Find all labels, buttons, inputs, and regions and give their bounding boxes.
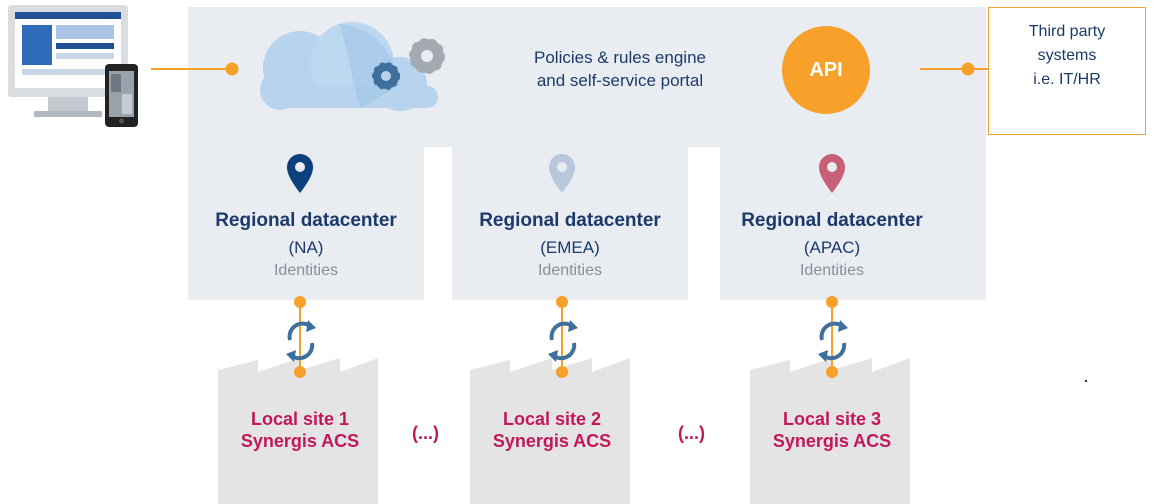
- gear-icon: [372, 38, 445, 90]
- datacenter-title: Regional datacenter: [741, 210, 923, 231]
- datacenter-na: Regional datacenter (NA) Identities: [188, 140, 424, 300]
- third-party-box: Third party systems i.e. IT/HR: [988, 7, 1146, 135]
- smartphone-icon: [105, 64, 138, 127]
- api-badge: API: [782, 26, 870, 114]
- datacenter-identities: Identities: [537, 262, 603, 279]
- local-site-1: Local site 1 Synergis ACS: [210, 408, 390, 458]
- engine-label: Policies & rules engine and self-service…: [470, 46, 770, 92]
- cloud-icon: [260, 22, 438, 111]
- local-site-system: Synergis ACS: [240, 431, 360, 451]
- datacenter-title: Regional datacenter: [215, 210, 397, 231]
- datacenter-panel-apac: [720, 140, 986, 300]
- local-site-3: Local site 3 Synergis ACS: [742, 408, 922, 458]
- desktop-computer-icon: [8, 5, 128, 117]
- location-pin-apac-icon: [819, 154, 845, 193]
- local-site-system: Synergis ACS: [492, 431, 612, 451]
- ellipsis-between-sites-1-2: (...): [412, 423, 439, 443]
- location-pin-emea-icon: [549, 154, 575, 193]
- factory-site-2-icon: [470, 358, 630, 504]
- third-party-line1: Third party: [1028, 23, 1106, 40]
- datacenter-apac: Regional datacenter (APAC) Identities: [720, 140, 944, 300]
- local-site-label: Local site 3 Synergis ACS: [742, 408, 922, 452]
- ellipsis-between-sites-2-3: (...): [678, 423, 705, 443]
- factory-site-1-icon: [218, 358, 378, 504]
- third-party-line3: i.e. IT/HR: [1033, 71, 1101, 88]
- local-site-name: Local site 1: [250, 409, 350, 429]
- sync-connector-emea: [548, 296, 578, 378]
- datacenter-title: Regional datacenter: [479, 210, 661, 231]
- device-connector-dot: [225, 62, 239, 76]
- engine-label-line2: and self-service portal: [536, 71, 704, 90]
- datacenter-identities: Identities: [273, 262, 339, 279]
- location-pin-na-icon: [287, 154, 313, 193]
- datacenter-emea: Regional datacenter (EMEA) Identities: [452, 140, 688, 300]
- third-party-line2: systems: [1037, 47, 1097, 64]
- datacenter-region: (NA): [288, 238, 324, 257]
- sync-connector-apac: [818, 296, 848, 378]
- local-site-name: Local site 2: [502, 409, 602, 429]
- local-site-system: Synergis ACS: [772, 431, 892, 451]
- datacenter-identities: Identities: [799, 262, 865, 279]
- local-site-label: Local site 1 Synergis ACS: [210, 408, 390, 452]
- engine-label-line1: Policies & rules engine: [534, 48, 706, 67]
- local-site-2: Local site 2 Synergis ACS: [462, 408, 642, 458]
- local-site-name: Local site 3: [782, 409, 882, 429]
- datacenter-region: (EMEA): [540, 238, 600, 257]
- datacenter-region: (APAC): [803, 238, 861, 257]
- local-site-label: Local site 2 Synergis ACS: [462, 408, 642, 452]
- factory-site-3-icon: [750, 358, 910, 504]
- api-connector-dot: [961, 62, 975, 76]
- sync-connector-na: [286, 296, 316, 378]
